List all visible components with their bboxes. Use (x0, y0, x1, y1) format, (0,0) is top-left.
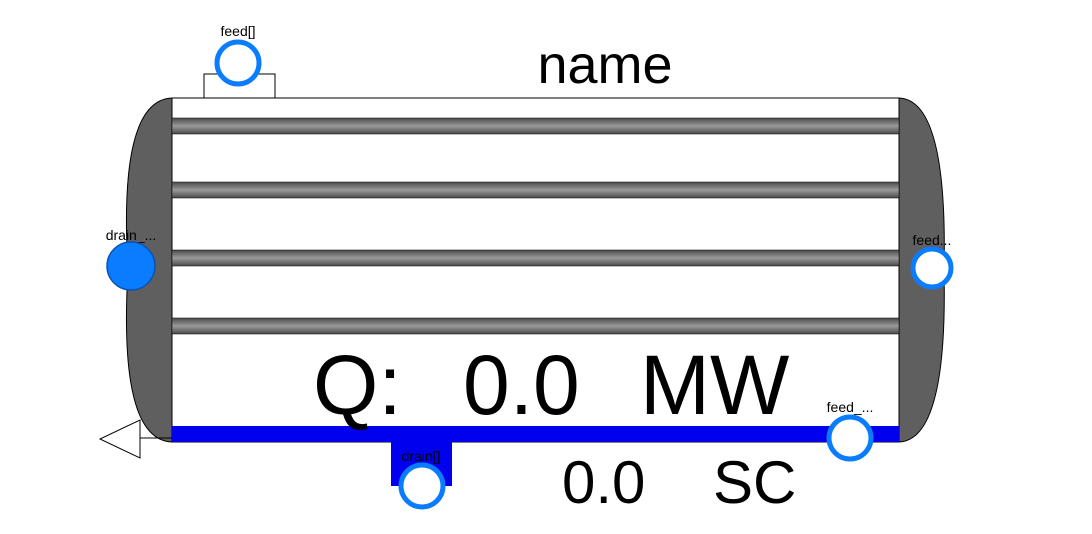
feed-bottom-right-label: feed_... (827, 399, 874, 415)
drain-bottom-label: drain[] (402, 448, 441, 464)
drain-left-port[interactable] (106, 241, 156, 291)
tube-1 (171, 117, 900, 135)
heat-duty-label: Q: (313, 338, 402, 432)
tube-4 (171, 317, 900, 335)
subcooling-value: 0.0 (562, 449, 645, 516)
subcooling-unit: SC (713, 449, 796, 516)
heat-duty-value: 0.0 (463, 338, 580, 432)
tube-2 (171, 181, 900, 199)
condensate-level (172, 426, 899, 442)
outlet-arrow-icon (98, 419, 172, 459)
feed-bottom-right-port[interactable] (826, 414, 874, 462)
feed-top-port[interactable] (214, 39, 262, 87)
drain-bottom-port[interactable] (398, 462, 446, 510)
tube-3 (171, 249, 900, 267)
drain-left-label: drain_... (106, 227, 157, 243)
feed-right-port[interactable] (910, 246, 954, 290)
diagram-title: name (537, 35, 672, 95)
shell-body (171, 97, 900, 443)
feed-right-label: feed... (913, 232, 952, 248)
heat-duty-unit: MW (640, 338, 789, 432)
feed-top-label: feed[] (220, 23, 255, 39)
